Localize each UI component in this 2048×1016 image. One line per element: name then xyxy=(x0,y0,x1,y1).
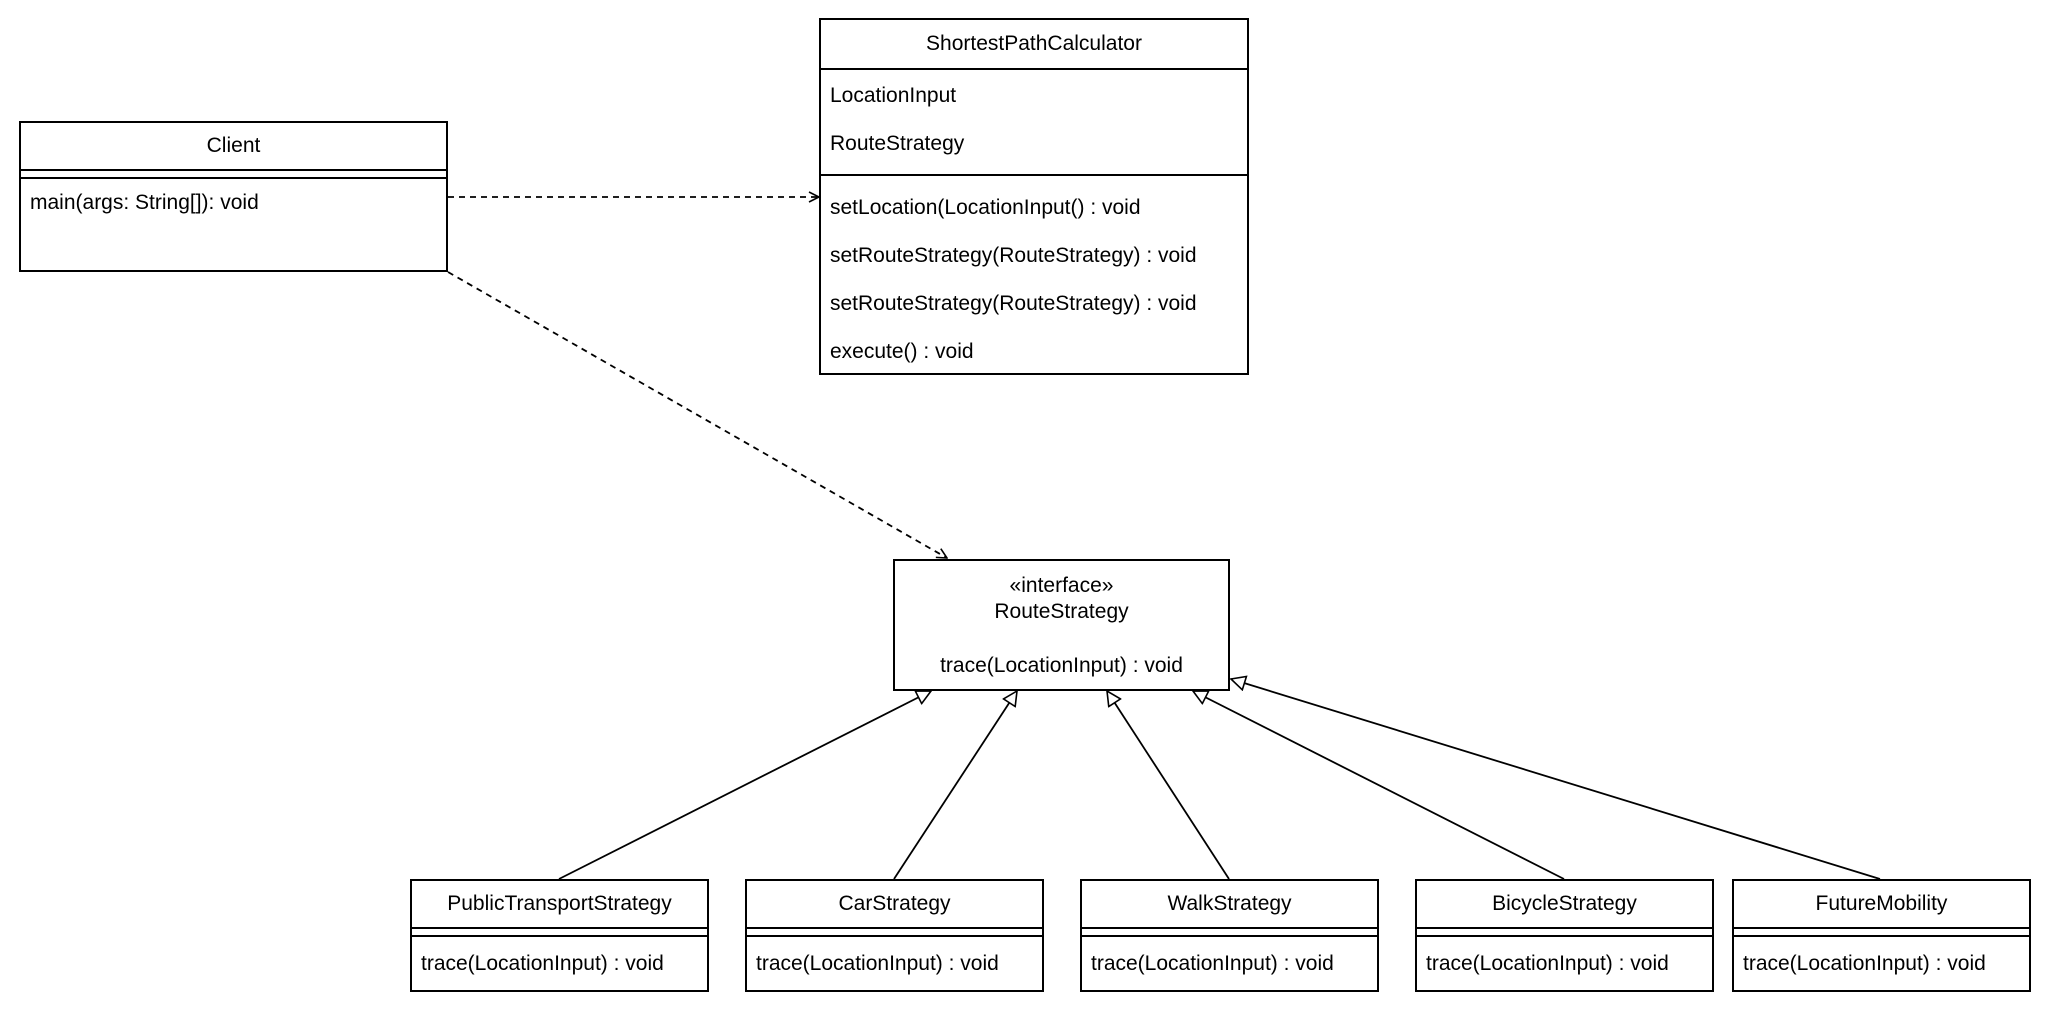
operation: trace(LocationInput) : void xyxy=(421,952,664,975)
class-name: PublicTransportStrategy xyxy=(412,881,707,929)
operations-compartment: main(args: String[]): void xyxy=(21,179,446,225)
interface-route-strategy[interactable]: «interface» RouteStrategy trace(Location… xyxy=(893,559,1230,691)
class-name: WalkStrategy xyxy=(1082,881,1377,929)
operations-compartment: trace(LocationInput) : void xyxy=(1734,937,2029,987)
operation: trace(LocationInput) : void xyxy=(1743,952,1986,975)
class-name: CarStrategy xyxy=(747,881,1042,929)
operation: setRouteStrategy(RouteStrategy) : void xyxy=(830,244,1197,267)
class-name: Client xyxy=(21,123,446,171)
operation: main(args: String[]): void xyxy=(30,191,259,214)
attributes-compartment xyxy=(21,171,446,179)
realization-walk xyxy=(1107,691,1230,880)
class-car-strategy[interactable]: CarStrategy trace(LocationInput) : void xyxy=(745,879,1044,992)
class-name: ShortestPathCalculator xyxy=(821,20,1247,70)
attributes-compartment: LocationInput RouteStrategy xyxy=(821,70,1247,176)
operations-compartment: trace(LocationInput) : void xyxy=(412,937,707,987)
class-walk-strategy[interactable]: WalkStrategy trace(LocationInput) : void xyxy=(1080,879,1379,992)
class-bicycle-strategy[interactable]: BicycleStrategy trace(LocationInput) : v… xyxy=(1415,879,1714,992)
attributes-compartment xyxy=(412,929,707,937)
operations-compartment: trace(LocationInput) : void xyxy=(1417,937,1712,987)
interface-name: RouteStrategy xyxy=(994,600,1129,623)
class-name: FutureMobility xyxy=(1734,881,2029,929)
attributes-compartment xyxy=(1734,929,2029,937)
operations-compartment: trace(LocationInput) : void xyxy=(747,937,1042,987)
realization-car xyxy=(893,691,1017,880)
attributes-compartment xyxy=(747,929,1042,937)
class-name: BicycleStrategy xyxy=(1417,881,1712,929)
operation: setRouteStrategy(RouteStrategy) : void xyxy=(830,292,1197,315)
realization-publictransport xyxy=(558,691,931,880)
operation: setLocation(LocationInput() : void xyxy=(830,196,1141,219)
operation: trace(LocationInput) : void xyxy=(1091,952,1334,975)
attribute: RouteStrategy xyxy=(830,132,965,155)
operation: execute() : void xyxy=(830,340,974,363)
operation: trace(LocationInput) : void xyxy=(756,952,999,975)
class-shortest-path-calculator[interactable]: ShortestPathCalculator LocationInput Rou… xyxy=(819,18,1249,375)
realization-futuremobility xyxy=(1231,679,1881,880)
operation: trace(LocationInput) : void xyxy=(940,654,1183,677)
realization-bicycle xyxy=(1193,691,1565,880)
operation: trace(LocationInput) : void xyxy=(1426,952,1669,975)
operations-compartment: trace(LocationInput) : void xyxy=(1082,937,1377,987)
attributes-compartment xyxy=(1417,929,1712,937)
attributes-compartment xyxy=(1082,929,1377,937)
stereotype-label: «interface» xyxy=(1009,574,1114,597)
attribute: LocationInput xyxy=(830,84,957,107)
class-client[interactable]: Client main(args: String[]): void xyxy=(19,121,448,272)
class-future-mobility[interactable]: FutureMobility trace(LocationInput) : vo… xyxy=(1732,879,2031,992)
operations-compartment: setLocation(LocationInput() : void setRo… xyxy=(821,176,1247,376)
class-public-transport-strategy[interactable]: PublicTransportStrategy trace(LocationIn… xyxy=(410,879,709,992)
